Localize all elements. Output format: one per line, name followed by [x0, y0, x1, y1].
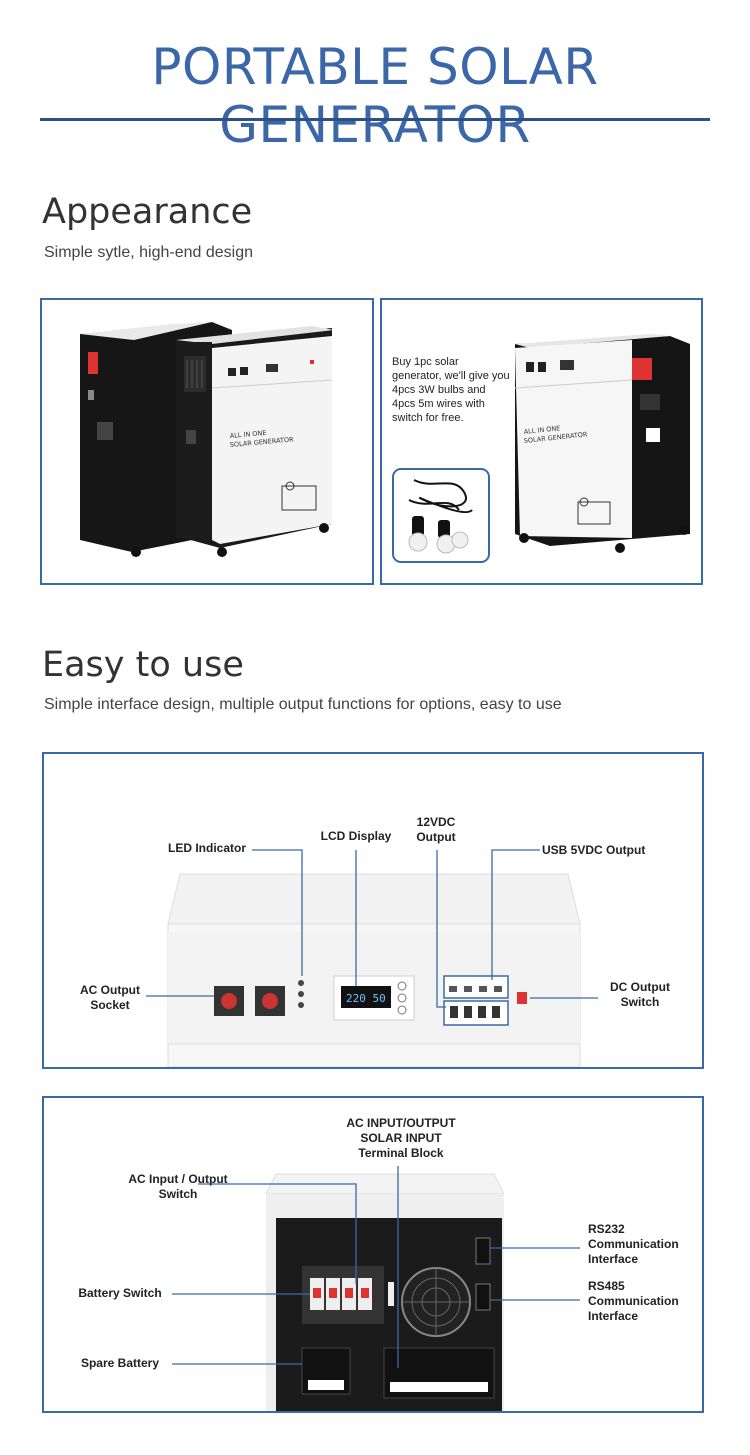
easy-subtitle: Simple interface design, multiple output…	[44, 696, 562, 713]
label-lcd-display: LCD Display	[320, 829, 392, 843]
rear-panel-frame: AC INPUT/OUTPUT SOLAR INPUT Terminal Blo…	[42, 1096, 704, 1413]
label-battery-switch: Battery Switch	[78, 1286, 162, 1300]
label-ac-output-socket: AC Output Socket	[80, 983, 140, 1012]
two-units-illustration: ALL IN ONE SOLAR GENERATOR	[80, 322, 334, 557]
appearance-heading: Appearance	[42, 192, 253, 232]
label-spare-battery: Spare Battery	[80, 1356, 160, 1370]
bulbs-wires-icon	[408, 479, 473, 554]
label-rs232: RS232 Communication Interface	[588, 1222, 679, 1266]
product-photo-pair-frame: ALL IN ONE SOLAR GENERATOR	[40, 298, 374, 585]
label-12vdc-output: 12VDC Output	[416, 815, 456, 844]
appearance-subtitle: Simple sytle, high-end design	[44, 244, 254, 261]
front-unit-logo-1: ALL IN ONE	[229, 429, 266, 440]
front-panel-diagram: 220 50	[146, 849, 598, 1067]
label-usb-output: USB 5VDC Output	[542, 843, 646, 857]
page-title: PORTABLE SOLAR GENERATOR	[151, 38, 599, 154]
front-panel-frame: 220 50 LED Indicator LCD Display 12VDC O…	[42, 752, 704, 1069]
promo-text: Buy 1pc solar generator, we'll give you …	[392, 356, 510, 424]
label-ac-io-switch: AC Input / Output Switch	[128, 1172, 228, 1201]
rear-panel-diagram	[172, 1166, 580, 1411]
single-unit-logo-1: ALL IN ONE	[523, 424, 560, 436]
title-underline	[40, 118, 710, 121]
lcd-readout: 220 50	[346, 992, 386, 1005]
label-dc-output-switch: DC Output Switch	[610, 980, 670, 1009]
easy-heading: Easy to use	[42, 645, 244, 685]
product-promo-frame: Buy 1pc solar generator, we'll give you …	[380, 298, 703, 585]
single-unit-illustration: ALL IN ONE SOLAR GENERATOR	[514, 334, 690, 553]
bulbs-inset	[392, 468, 490, 563]
label-led-indicator: LED Indicator	[167, 841, 246, 855]
label-rs485: RS485 Communication Interface	[588, 1279, 679, 1323]
label-terminal-block: AC INPUT/OUTPUT SOLAR INPUT Terminal Blo…	[346, 1116, 456, 1160]
